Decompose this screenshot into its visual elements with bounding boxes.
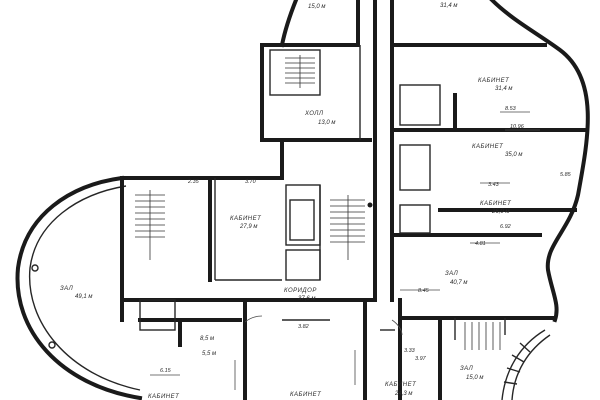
room-zal-corner-name: ЗАЛ bbox=[460, 366, 474, 372]
main-walls bbox=[120, 0, 587, 400]
room-kab1-area: 31,4 м bbox=[495, 86, 512, 92]
stair-right bbox=[464, 322, 501, 350]
stair-top bbox=[285, 55, 315, 88]
room-kab2-area: 35,0 м bbox=[505, 152, 522, 158]
dim-label: 5.85 bbox=[560, 172, 572, 178]
dimension-labels: 8.53 10.96 5.85 6.92 8.45 3.33 3.97 6.15… bbox=[160, 106, 572, 374]
room-kab7-name: КАБИНЕТ bbox=[385, 382, 417, 388]
room-kab4-area: 27,9 м bbox=[239, 224, 257, 230]
dim-label: 6.92 bbox=[500, 224, 511, 230]
room-kab2-name: КАБИНЕТ bbox=[472, 144, 504, 150]
room-kab3-name: КАБИНЕТ bbox=[480, 201, 512, 207]
room-small1-area: 8,5 м bbox=[200, 336, 214, 342]
dim-label: 3.33 bbox=[404, 348, 416, 354]
room-koridor-area: 37,6 м bbox=[298, 296, 315, 302]
room-top-left-area: 15,0 м bbox=[308, 4, 325, 10]
room-zal-corner-area: 15,0 м bbox=[466, 375, 483, 381]
stair-left bbox=[135, 190, 165, 260]
room-kab3-area: 26,0 м bbox=[491, 209, 509, 215]
dimension-ticks bbox=[150, 111, 540, 390]
outer-wall-right-curve bbox=[489, 0, 590, 323]
stair-center bbox=[330, 195, 365, 260]
room-zal-left-name: ЗАЛ bbox=[60, 286, 74, 292]
room-kab6-name: КАБИНЕТ bbox=[290, 392, 322, 398]
partitions bbox=[139, 45, 506, 340]
dim-label: 10.96 bbox=[510, 124, 525, 130]
dim-label: 8.45 bbox=[418, 288, 430, 294]
outer-wall-left-curve bbox=[15, 175, 143, 400]
room-labels: 15,0 м 31,4 м КАБИНЕТ 31,4 м КАБИНЕТ 35,… bbox=[60, 3, 522, 400]
room-small2-area: 5,5 м bbox=[202, 351, 216, 357]
dim-label: 3.70 bbox=[245, 179, 257, 185]
room-zal-right-area: 40,7 м bbox=[450, 280, 467, 286]
room-zal-right-name: ЗАЛ bbox=[445, 271, 459, 277]
room-hall-name: ХОЛЛ bbox=[304, 111, 324, 117]
dim-label: 3.97 bbox=[415, 356, 427, 362]
dim-label: 8.53 bbox=[505, 106, 517, 112]
dim-label: 6.15 bbox=[160, 368, 172, 374]
dim-label: 4.81 bbox=[475, 241, 486, 247]
outer-wall-left-curve-inner bbox=[28, 185, 141, 391]
room-hall-area: 13,0 м bbox=[318, 120, 335, 126]
dim-label: 3.82 bbox=[298, 324, 309, 330]
room-kab4-name: КАБИНЕТ bbox=[230, 216, 262, 222]
spiral-stair bbox=[501, 329, 551, 400]
room-kab7-area: 24,3 м bbox=[394, 391, 412, 397]
outer-wall-top-left-curve bbox=[279, 0, 299, 48]
room-kab5-name: КАБИНЕТ bbox=[148, 394, 180, 400]
dim-label: 3.43 bbox=[488, 182, 500, 188]
dim-label: 2.35 bbox=[187, 179, 200, 185]
room-zal-left-area: 49,1 м bbox=[75, 294, 92, 300]
room-kab1-name: КАБИНЕТ bbox=[478, 78, 510, 84]
room-top-right-area: 31,4 м bbox=[440, 3, 457, 9]
columns bbox=[31, 202, 403, 349]
room-koridor-name: КОРИДОР bbox=[284, 288, 317, 294]
